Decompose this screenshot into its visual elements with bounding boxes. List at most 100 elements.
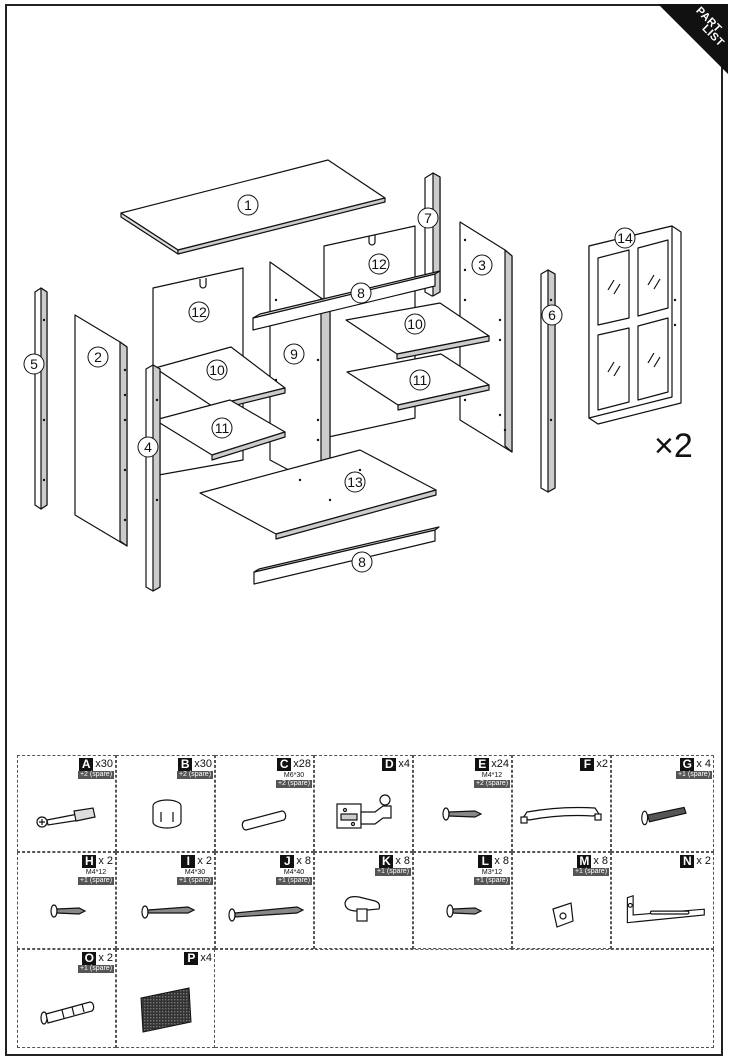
short-screw-icon bbox=[442, 807, 483, 821]
callout-11-left: 11 bbox=[215, 420, 230, 436]
callout-14: 14 bbox=[617, 230, 633, 246]
callout-3: 3 bbox=[478, 257, 486, 273]
hardware-qty: x30 bbox=[194, 758, 212, 770]
hardware-qty: x 4 bbox=[696, 758, 711, 770]
callout-7: 7 bbox=[424, 210, 432, 226]
hardware-letter: E bbox=[475, 758, 490, 771]
hardware-qty: x 8 bbox=[593, 855, 608, 867]
hardware-letter: N bbox=[680, 855, 695, 868]
callout-2: 2 bbox=[94, 349, 102, 365]
part-list-corner-tab: PART LIST bbox=[658, 4, 728, 74]
shelf-support-pin-icon bbox=[344, 896, 381, 922]
hardware-letter: M bbox=[577, 854, 592, 868]
medium-screw-icon bbox=[141, 905, 196, 919]
hardware-letter: L bbox=[478, 855, 493, 868]
hardware-spec: M4*30 bbox=[184, 869, 206, 876]
hardware-letter: D bbox=[382, 758, 397, 771]
hardware-letter: F bbox=[580, 758, 595, 771]
hardware-qty: x4 bbox=[398, 758, 410, 770]
long-bolt-icon bbox=[641, 806, 687, 826]
hardware-letter: O bbox=[82, 952, 97, 965]
hardware-spare: +1 (spare) bbox=[78, 965, 114, 973]
hardware-spare: +1 (spare) bbox=[375, 868, 411, 876]
part-bottom-panel bbox=[199, 449, 437, 540]
part-right-post bbox=[540, 269, 556, 493]
callout-10-left: 10 bbox=[209, 362, 225, 378]
exploded-assembly-diagram: 1 2 3 4 5 6 7 8 9 10 11 12 13 14 10 11 1… bbox=[23, 159, 693, 592]
callout-11-right: 11 bbox=[413, 372, 428, 388]
callout-4: 4 bbox=[144, 439, 152, 455]
screw-with-anchor-icon bbox=[50, 904, 87, 918]
hardware-qty: x30 bbox=[95, 758, 113, 770]
callout-8-lower: 8 bbox=[358, 554, 366, 570]
callout-6: 6 bbox=[548, 307, 556, 323]
part-rear-post bbox=[424, 172, 441, 297]
hardware-spare: +2 (spare) bbox=[474, 780, 510, 788]
hardware-letter: I bbox=[181, 855, 196, 868]
hardware-qty: x 2 bbox=[696, 855, 711, 867]
part-middle-divider bbox=[269, 261, 331, 493]
hardware-spare: +1 (spare) bbox=[573, 868, 609, 876]
callout-1: 1 bbox=[244, 197, 252, 213]
hardware-spec: M4*12 bbox=[85, 869, 107, 876]
hardware-qty: x4 bbox=[200, 952, 212, 964]
cam-lock-icon bbox=[152, 799, 182, 829]
door-handle-icon bbox=[520, 806, 602, 824]
wall-anchor-icon bbox=[40, 1001, 95, 1025]
cam-bolt-icon bbox=[36, 807, 96, 828]
hardware-qty: x 2 bbox=[197, 855, 212, 867]
hardware-spec: M4*12 bbox=[481, 772, 503, 779]
part-glass-door bbox=[588, 225, 682, 425]
panel-holes bbox=[42, 238, 677, 522]
hardware-spare: +2 (spare) bbox=[78, 771, 114, 779]
callout-9: 9 bbox=[290, 346, 298, 362]
hardware-letter: J bbox=[280, 855, 295, 868]
hardware-letter: P bbox=[184, 952, 199, 965]
hardware-letter: H bbox=[82, 855, 97, 868]
hardware-qty: x24 bbox=[491, 758, 509, 770]
hardware-qty: x 2 bbox=[98, 855, 113, 867]
long-screw-icon bbox=[228, 906, 305, 922]
hardware-letter: K bbox=[379, 855, 394, 868]
hardware-letter: C bbox=[277, 758, 292, 771]
callout-10-right: 10 bbox=[407, 316, 423, 332]
door-hinge-icon bbox=[336, 794, 392, 829]
small-screw-icon bbox=[446, 904, 483, 918]
hardware-spec: M3*12 bbox=[481, 869, 503, 876]
callout-5: 5 bbox=[30, 356, 38, 372]
callout-8-upper: 8 bbox=[357, 285, 365, 301]
hardware-spare: +1 (spare) bbox=[177, 877, 213, 885]
hardware-qty: x 8 bbox=[494, 855, 509, 867]
part-upper-rail bbox=[252, 270, 441, 331]
part-front-left-post bbox=[145, 364, 161, 592]
hardware-spare: +1 (spare) bbox=[676, 771, 712, 779]
door-quantity-multiplier: ×2 bbox=[654, 427, 693, 465]
hardware-spare: +2 (spare) bbox=[177, 771, 213, 779]
hardware-qty: x 8 bbox=[395, 855, 410, 867]
hardware-letter: A bbox=[79, 758, 94, 771]
hardware-qty: x28 bbox=[293, 758, 311, 770]
hardware-letter: G bbox=[680, 758, 695, 771]
felt-pad-icon bbox=[140, 987, 192, 1033]
l-bracket-icon bbox=[626, 894, 705, 924]
hardware-spec: M6*30 bbox=[283, 772, 305, 779]
hardware-letter: B bbox=[178, 758, 193, 771]
hardware-spare: +1 (spare) bbox=[276, 877, 312, 885]
corner-bracket-icon bbox=[552, 902, 574, 928]
hardware-spare: +1 (spare) bbox=[474, 877, 510, 885]
hardware-qty: x2 bbox=[596, 758, 608, 770]
